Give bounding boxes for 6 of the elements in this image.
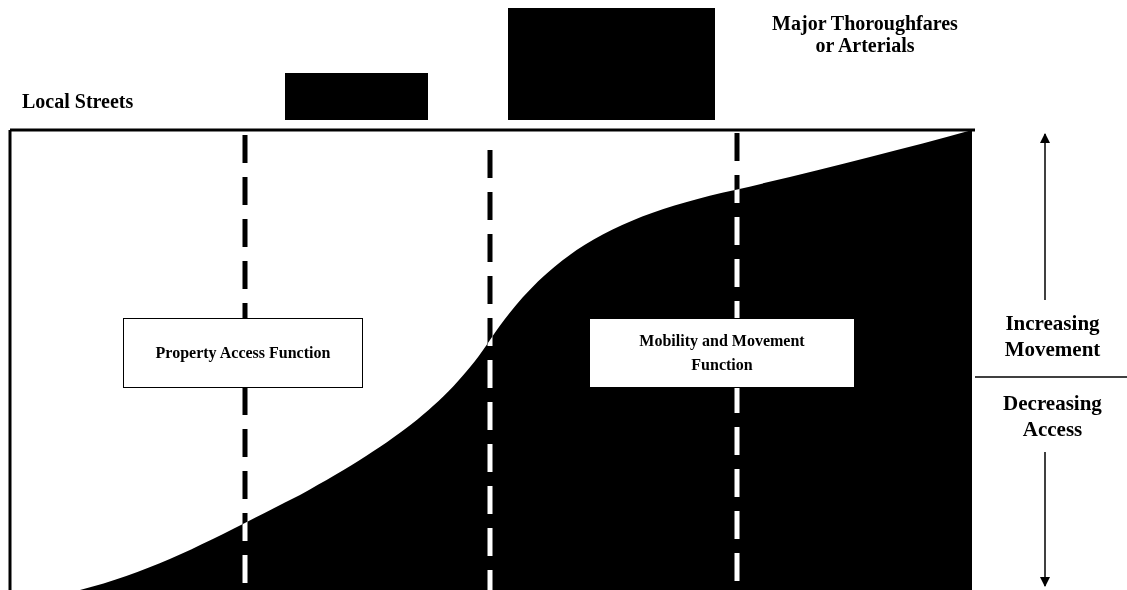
function-label-box: Property Access Function	[123, 318, 363, 388]
street-type-label: Local Streets	[22, 90, 135, 112]
function-label-box: Mobility and Movement Function	[589, 318, 855, 388]
axis-label: Decreasing Access	[1002, 390, 1103, 442]
axis-label: Increasing Movement	[1003, 310, 1102, 362]
street-type-label: Major Thoroughfares or Arterials	[771, 12, 959, 56]
